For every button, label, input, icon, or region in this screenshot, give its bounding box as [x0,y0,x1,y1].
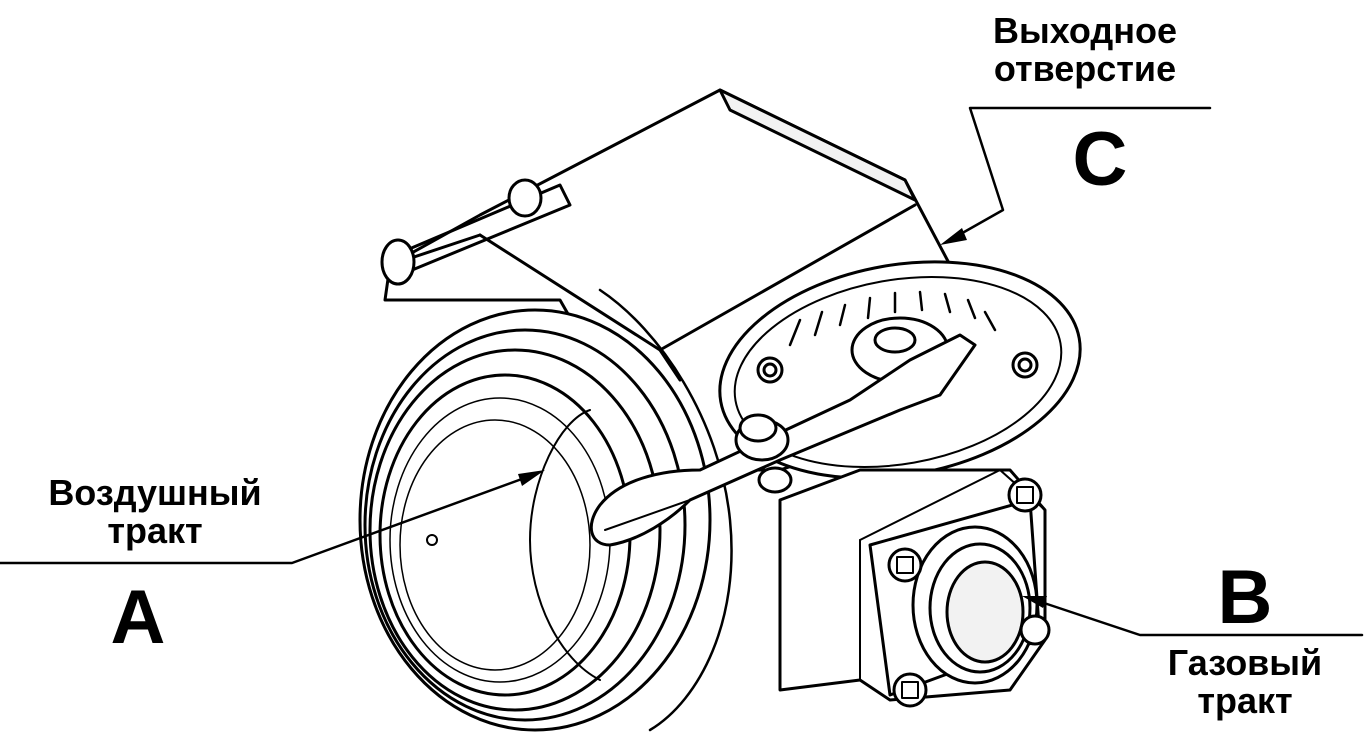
gas-path-label: Газовый тракт [1130,644,1360,720]
air-inlet-ring [358,288,733,732]
gas-port-block [778,468,1051,708]
leader-line-b [1033,598,1364,637]
arrow-b [1022,596,1047,608]
leader-lines [0,106,1364,637]
gas-path-label-line-1: Газовый [1167,642,1323,683]
outlet-label: Выходное отверстие [960,12,1210,88]
outlet-label-line-1: Выходное [993,10,1177,51]
leader-line-a [0,474,532,565]
leader-arrowheads [518,228,1047,608]
air-path-label: Воздушный тракт [20,474,290,550]
leader-line-c [948,106,1212,242]
air-path-label-line-1: Воздушный [48,472,262,513]
arrow-a [518,470,545,486]
outlet-letter: C [1072,117,1128,202]
adjustment-lever [589,333,977,547]
gas-path-label-line-2: тракт [1197,679,1293,721]
gas-path-letter: B [1217,555,1273,640]
outlet-label-line-2: отверстие [993,47,1177,89]
arrow-c [940,228,967,245]
air-path-label-line-2: тракт [107,509,203,551]
air-path-letter: A [110,575,166,660]
